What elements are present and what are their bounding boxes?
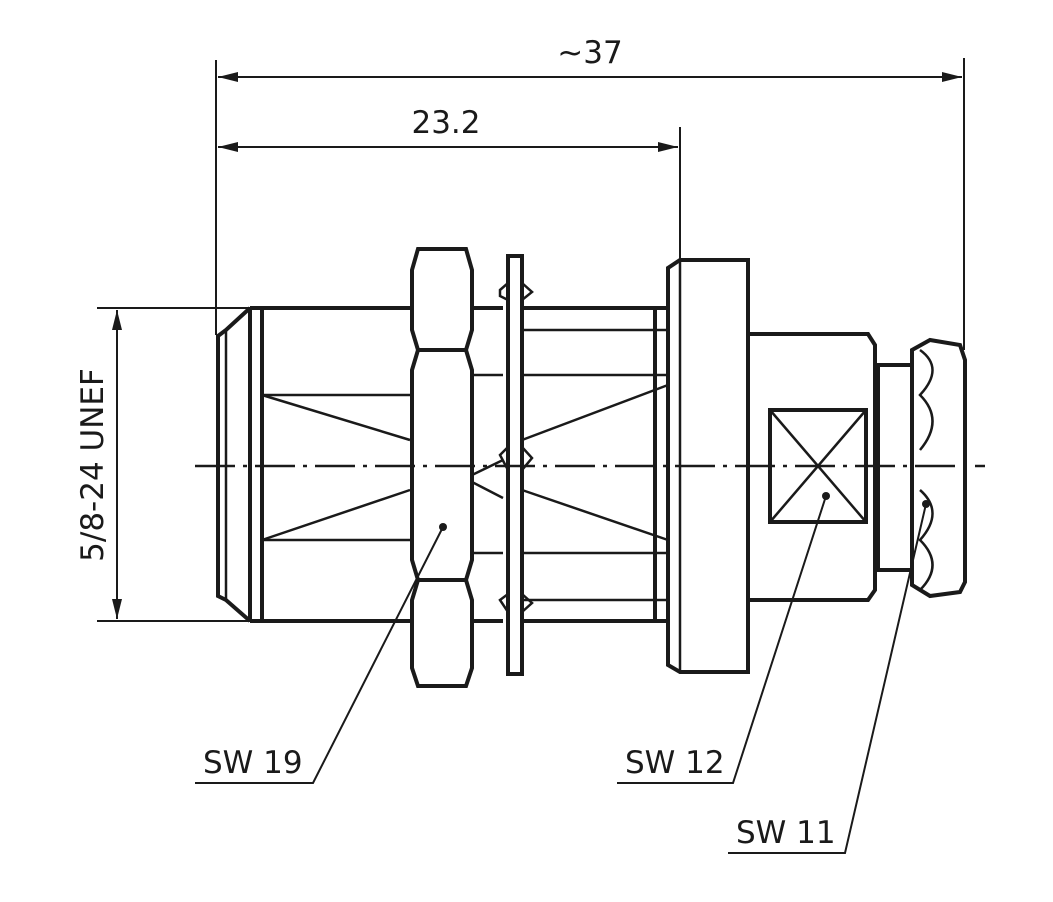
hex-diag-1: [261, 393, 411, 442]
thread-spec-label: 5/8-24 UNEF: [75, 368, 111, 562]
front-body: [216, 306, 411, 623]
washer-diag-2: [471, 480, 504, 500]
nut-top-lobe: [410, 247, 474, 352]
washer-teeth: [498, 280, 534, 617]
rear-body: [521, 306, 669, 623]
front-chamfer: [216, 306, 252, 623]
washer-diag-1: [471, 458, 504, 477]
label-sw11: SW 11: [736, 815, 836, 851]
leader-sw11: [728, 503, 927, 854]
square-body-outline: [748, 332, 877, 602]
rear-nut-outline: [910, 337, 967, 599]
rear-nut-curves: [918, 348, 934, 591]
rear-diag-2: [521, 488, 669, 542]
callout-sw12: SW 12: [617, 495, 827, 784]
thread-start: [250, 306, 264, 623]
leader-sw12: [617, 495, 827, 784]
rear-nut: [876, 337, 967, 599]
panel-length-label: 23.2: [411, 105, 480, 141]
rear-diag-1: [521, 383, 669, 442]
dimension-thread: 5/8-24 UNEF: [75, 307, 262, 622]
label-sw19: SW 19: [203, 745, 303, 781]
callout-sw11: SW 11: [728, 503, 927, 854]
rear-neck: [876, 363, 914, 572]
dimension-panel-length: 23.2: [218, 105, 681, 262]
overall-length-label: ~37: [557, 35, 622, 71]
dimension-overall-length: ~37: [215, 35, 965, 350]
nut-bottom-lobe: [410, 578, 474, 688]
hex-diag-2: [261, 488, 411, 542]
label-sw12: SW 12: [625, 745, 725, 781]
callout-sw19: SW 19: [195, 526, 444, 784]
hex-nut: [410, 247, 474, 688]
leader-sw19: [195, 526, 444, 784]
